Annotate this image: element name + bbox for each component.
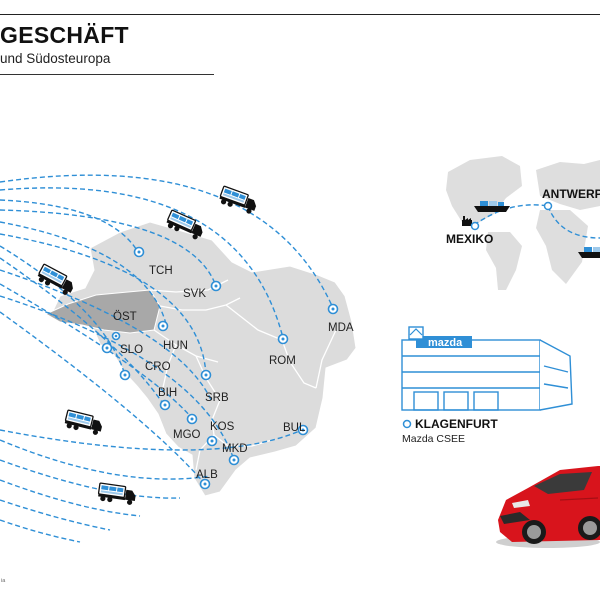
label-mkd: MKD	[222, 443, 248, 455]
label-mda: MDA	[328, 322, 354, 334]
route-tch	[0, 199, 139, 253]
label-bih: BIH	[158, 387, 177, 399]
route-mda	[0, 174, 334, 309]
marker-mexiko	[470, 221, 480, 231]
route-hun	[0, 221, 168, 329]
route-bih	[0, 257, 165, 406]
label-kos: KOS	[210, 421, 235, 433]
label-bul: BUL	[283, 422, 306, 434]
label-mexiko: MEXIKO	[446, 232, 493, 246]
truck-icon-5	[96, 482, 138, 507]
africa-shape	[536, 210, 588, 284]
route-low-4	[0, 499, 111, 531]
footnote: ia	[1, 578, 6, 584]
route-low-2	[0, 459, 181, 499]
route-alb	[0, 311, 206, 485]
label-oest: ÖST	[113, 311, 137, 323]
label-svk: SVK	[183, 288, 206, 300]
page-subtitle: und Südosteuropa	[0, 51, 111, 66]
factory-icon	[462, 216, 472, 226]
route-low-5	[0, 519, 81, 543]
destination-markers	[101, 246, 339, 490]
route-srb	[0, 233, 207, 376]
label-cro: CRO	[145, 361, 171, 373]
label-hun: HUN	[163, 340, 188, 352]
south-america-shape	[486, 232, 522, 290]
route-svk	[0, 209, 217, 287]
route-mkd	[0, 295, 235, 461]
truck-icon-4	[63, 409, 105, 437]
label-mgo: MGO	[173, 429, 201, 441]
sea-route	[473, 204, 600, 239]
label-mazda-csee: Mazda CSEE	[402, 433, 465, 445]
label-slo: SLO	[120, 344, 143, 356]
world-inset	[446, 156, 600, 290]
route-kos	[0, 269, 213, 403]
label-rom: ROM	[269, 355, 296, 367]
label-tch: TCH	[149, 265, 173, 277]
mazda-brand-text: mazda	[428, 337, 463, 349]
mazda-logo: mazda	[408, 326, 463, 349]
label-antwerp: ANTWERP	[542, 187, 600, 201]
mazda-building	[401, 336, 573, 411]
label-srb: SRB	[205, 392, 229, 404]
marker-hub	[402, 419, 412, 429]
route-rom	[0, 187, 284, 339]
route-cro	[0, 245, 126, 376]
route-mgo	[0, 283, 193, 419]
truck-icon-3	[35, 263, 78, 298]
truck-icon-1	[217, 185, 260, 216]
route-low-3	[0, 479, 141, 517]
north-america-shape	[446, 156, 522, 224]
marker-antwerp	[543, 201, 553, 211]
route-lines	[0, 174, 334, 543]
europe-shape	[536, 160, 600, 210]
car-image	[496, 466, 600, 548]
label-klagenfurt: KLAGENFURT	[415, 417, 498, 431]
country-labels: TCH SVK ÖST SLO HUN CRO ROM MDA BIH SRB …	[113, 265, 354, 481]
top-rule	[0, 14, 600, 15]
title-rule	[0, 74, 214, 75]
route-low-1	[0, 439, 211, 480]
page-title: GESCHÄFT	[0, 22, 129, 48]
label-alb: ALB	[196, 469, 218, 481]
